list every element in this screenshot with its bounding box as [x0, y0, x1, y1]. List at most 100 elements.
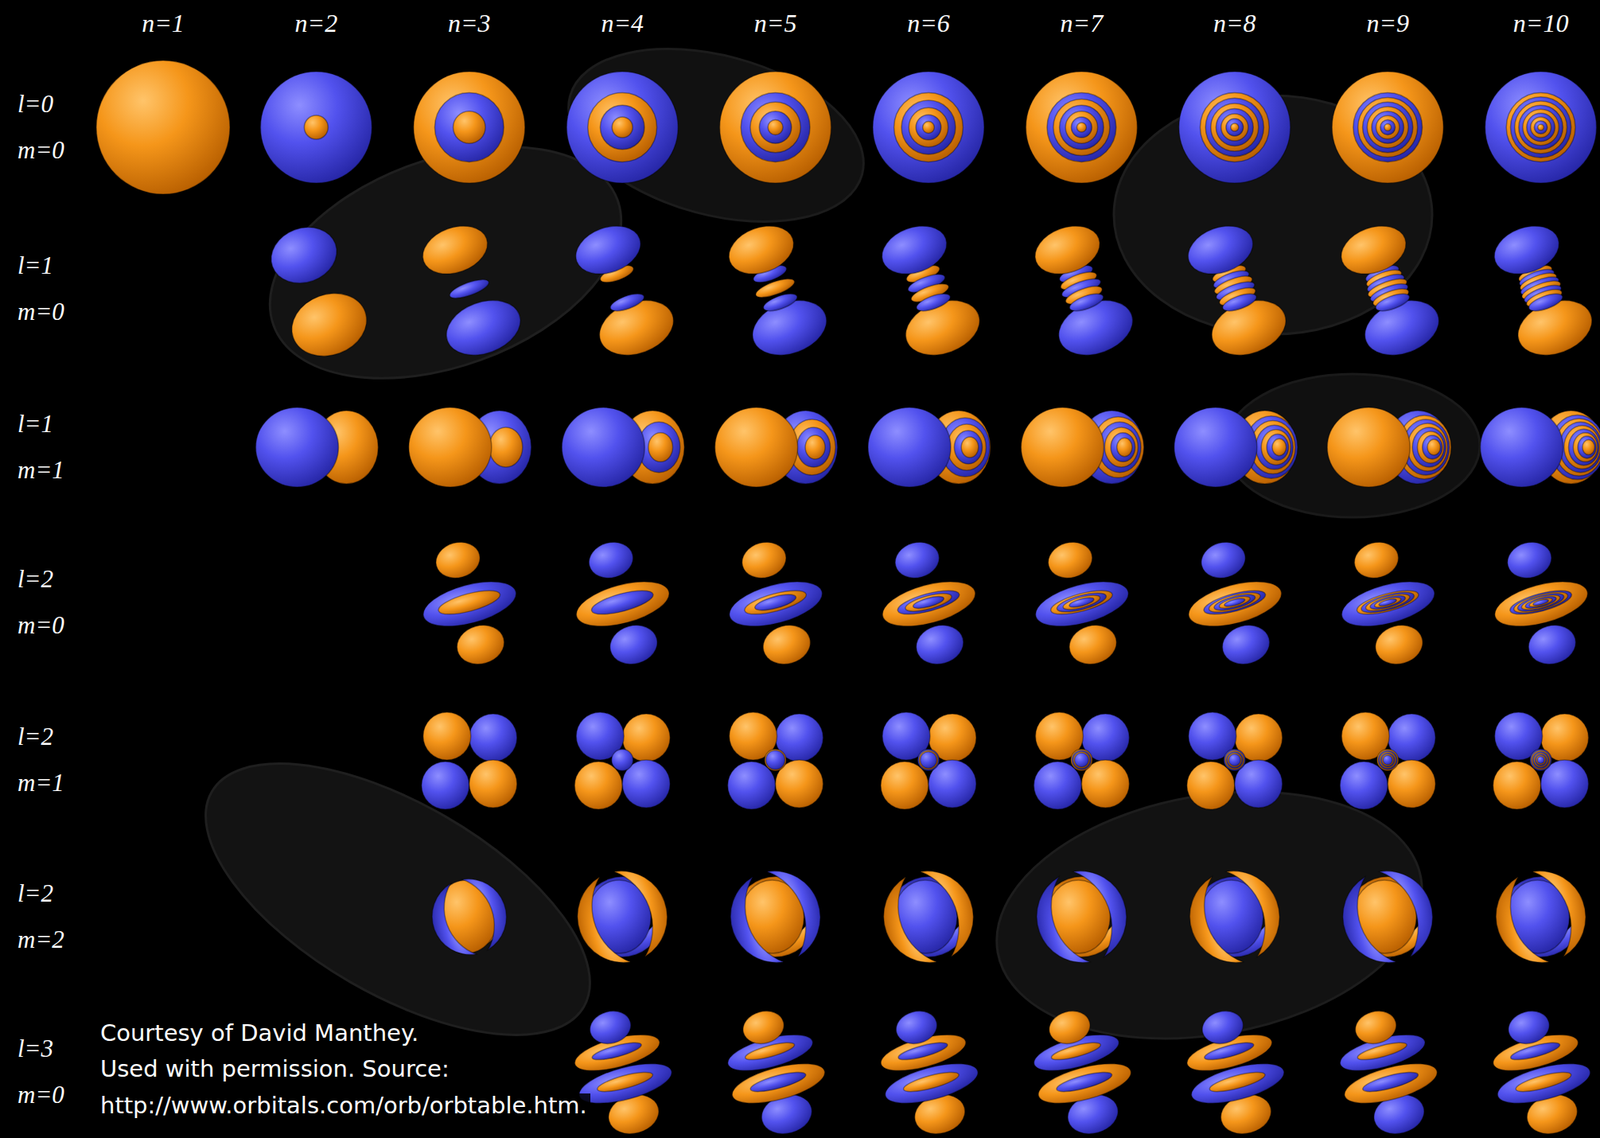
orbital-part: [1053, 98, 1110, 156]
orbital-part: [1379, 751, 1397, 769]
orbital-part: [1359, 587, 1417, 617]
orbital-part: [892, 1006, 942, 1048]
orbital-part: [1514, 101, 1568, 154]
orbital-part: [1510, 290, 1600, 365]
orbital-part: [255, 407, 378, 487]
orbital-part: [1515, 589, 1565, 615]
orbital-part: [920, 858, 987, 957]
orbital-part: [1174, 407, 1298, 487]
orbital-part: [1485, 71, 1597, 183]
orbital-part: [722, 217, 801, 282]
row-label: m=1: [17, 769, 65, 797]
orbital-part: [648, 432, 674, 463]
orbital-part: [1230, 123, 1239, 132]
orbital-part: [1380, 752, 1395, 767]
orbital-part: [1537, 756, 1545, 764]
orbital-part: [611, 749, 634, 771]
orbital-part: [1522, 109, 1559, 145]
orbital-part: [1480, 407, 1600, 487]
orbital-part: [891, 537, 943, 583]
orbital-part: [894, 93, 964, 163]
orbital-part: [1503, 537, 1556, 583]
orbital-part: [1564, 425, 1600, 469]
credit-note: Used with permission. Source:: [97, 1056, 453, 1083]
orbital-part: [1070, 749, 1093, 771]
orbital-part: [1427, 439, 1441, 456]
orbital-part: [1417, 431, 1445, 464]
orbital-part: [614, 858, 681, 957]
orbital-part: [1073, 858, 1140, 957]
orbital-part: [1533, 120, 1548, 135]
orbital-part: [1524, 619, 1581, 670]
orbital-part: [1568, 428, 1599, 466]
orbital-part: [1330, 876, 1397, 975]
orbital-part: [572, 572, 674, 635]
orbital-part: [1358, 97, 1418, 158]
orbital-part: [1355, 1039, 1408, 1063]
orbital-part: [608, 290, 647, 315]
orbital-part: [715, 407, 799, 487]
orbital-part: [1033, 712, 1129, 810]
row-label: m=0: [17, 298, 65, 326]
orbital-part: [766, 750, 786, 770]
orbital-part: [1110, 432, 1136, 463]
orbital-part: [1504, 1006, 1554, 1048]
orbital-part: [452, 619, 509, 670]
orbital-part: [421, 712, 518, 810]
orbital-part: [1023, 876, 1091, 975]
column-header: n=3: [447, 9, 491, 38]
orbital-part: [1174, 407, 1258, 487]
orbital-part: [1514, 1068, 1573, 1096]
orbital-part: [1528, 595, 1554, 609]
orbital-part: [1176, 215, 1293, 365]
orbital-part: [1534, 754, 1547, 767]
orbital-part: [1334, 217, 1413, 282]
orbital-part: [1531, 750, 1551, 770]
orbital-part: [413, 71, 526, 183]
orbital-part: [1382, 755, 1393, 765]
orbital-part: [1582, 439, 1596, 456]
orbital-part: [1327, 407, 1410, 487]
orbital-part: [920, 751, 938, 769]
orbital-part: [1532, 598, 1550, 607]
orbital-part: [574, 712, 670, 810]
orbital-part: [1220, 290, 1259, 315]
orbital-part: [1067, 290, 1106, 315]
orbital-part: [439, 290, 529, 365]
orbital-part: [743, 1039, 796, 1063]
orbital-part: [738, 537, 791, 583]
orbital-part: [759, 619, 815, 670]
orbital-part: [1368, 592, 1406, 612]
orbital-part: [712, 999, 838, 1138]
orbital-part: [462, 868, 517, 950]
orbital-part: [611, 116, 633, 138]
orbital-part: [1199, 93, 1270, 163]
orbital-part: [1226, 858, 1293, 957]
orbital-part: [411, 215, 528, 365]
column-header: n=8: [1213, 9, 1257, 38]
orbital-part: [1483, 858, 1599, 974]
orbital-part: [1073, 751, 1091, 769]
orbital-part: [1532, 858, 1599, 957]
orbital-part: [739, 1006, 788, 1048]
orbital-part: [584, 537, 637, 583]
credit-note: http://www.orbitals.com/orb/orbtable.htm…: [97, 1093, 591, 1119]
row-label: l=3: [17, 1035, 54, 1063]
orbital-part: [408, 407, 492, 487]
orbital-part: [1223, 749, 1246, 771]
orbital-part: [1572, 432, 1598, 463]
orbital-part: [868, 407, 991, 487]
orbital-part: [1020, 407, 1104, 487]
row-label: l=1: [17, 410, 54, 438]
row-label: l=1: [17, 252, 54, 280]
orbital-part: [1375, 115, 1400, 140]
orbital-part: [1520, 591, 1562, 613]
orbital-part: [1198, 1006, 1247, 1048]
orbital-part: [908, 107, 948, 147]
orbital-part: [561, 407, 645, 487]
orbital-part: [1479, 530, 1600, 676]
orbital-part: [1526, 290, 1565, 315]
orbital-part: [1218, 594, 1251, 612]
orbital-part: [1533, 752, 1549, 767]
